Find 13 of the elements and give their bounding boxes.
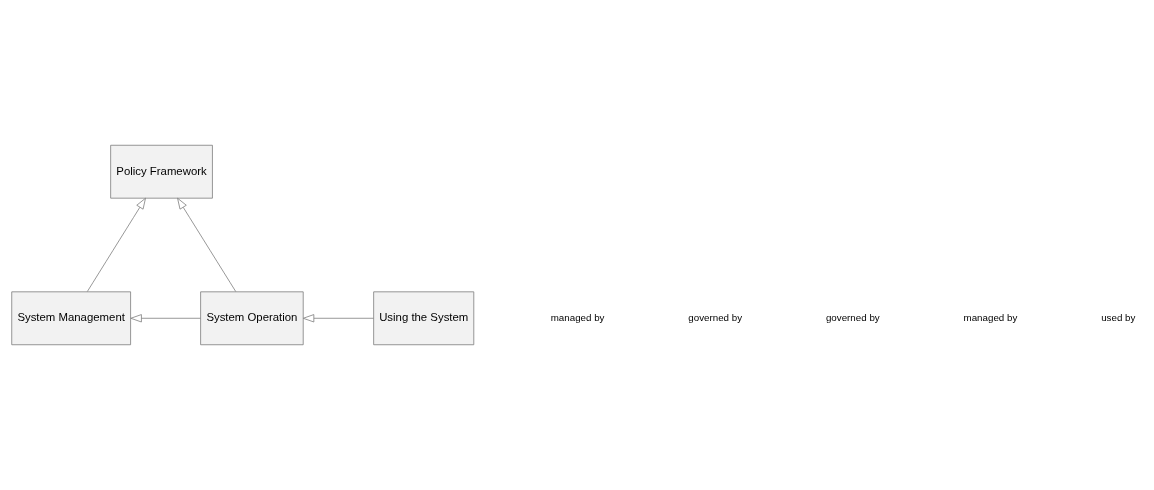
arrow (302, 314, 374, 323)
node-box: System Management (11, 291, 131, 346)
node-box: Policy Framework (110, 144, 213, 199)
arrow (177, 197, 237, 292)
label: governed by (688, 311, 743, 323)
node-box: Using the System (373, 291, 475, 346)
node-box: System Operation (200, 291, 304, 346)
label: governed by (825, 311, 880, 323)
label: managed by (963, 311, 1018, 323)
arrow (130, 314, 201, 323)
label: managed by (550, 311, 605, 323)
label: used by (1101, 311, 1136, 323)
arrow (86, 197, 146, 292)
